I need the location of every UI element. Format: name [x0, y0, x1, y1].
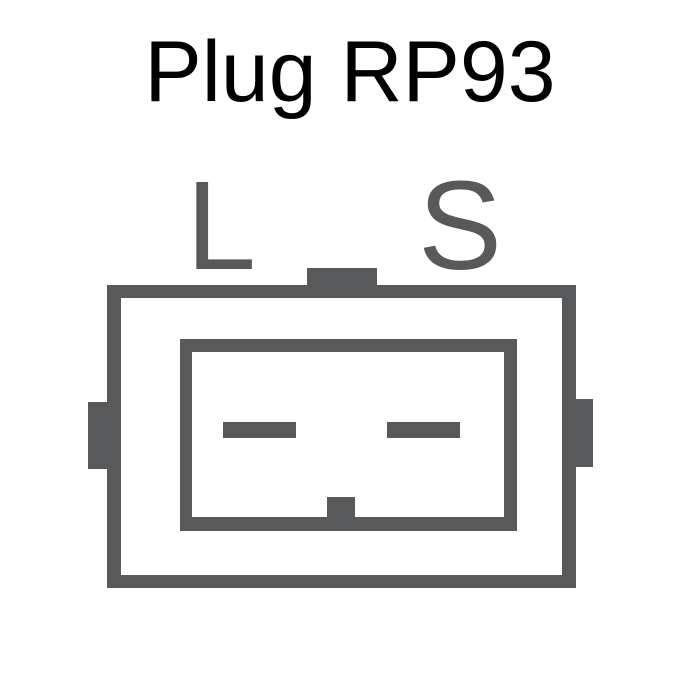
pin-l [223, 422, 296, 438]
pin-label-s: S [418, 155, 503, 296]
top-key-tab [307, 268, 377, 288]
left-side-tab [88, 402, 108, 469]
pin-s [387, 422, 460, 438]
bottom-key [327, 497, 355, 519]
right-side-tab [575, 399, 593, 467]
pin-label-l: L [186, 155, 257, 296]
diagram-title: Plug RP93 [144, 24, 556, 120]
